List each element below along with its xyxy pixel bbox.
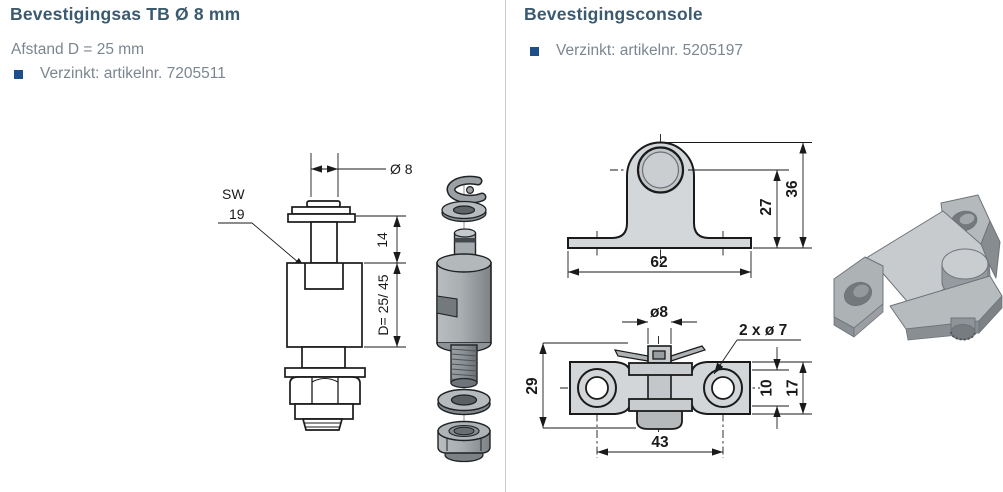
axle-nut-collar xyxy=(294,403,354,420)
mounted-axle-stack xyxy=(613,345,706,430)
axle-3d-body xyxy=(436,228,492,353)
axle-outline xyxy=(284,200,366,431)
axle-thread-tip xyxy=(301,418,344,431)
circlip xyxy=(446,175,487,204)
console-top-view: ø8 2 x ø 7 29 43 10 17 xyxy=(524,304,812,458)
circlip-wing-right xyxy=(670,345,706,362)
bullet-square-icon xyxy=(14,70,23,79)
dim-label-hole-spacing: 43 xyxy=(651,434,669,451)
dim-label-pin-diameter-top: ø8 xyxy=(650,304,668,321)
axle-hex-notch xyxy=(304,263,344,290)
axle-exploded-view xyxy=(436,175,492,463)
axle-bottom-cap xyxy=(636,409,683,430)
mount-holes xyxy=(577,368,743,408)
washer-top xyxy=(441,200,487,223)
console-body-outline xyxy=(567,141,752,249)
circlip-wing-left xyxy=(613,349,649,362)
console-bore-inner-ring xyxy=(641,151,680,189)
washer-bottom xyxy=(437,388,491,416)
console-front-view: 62 27 36 xyxy=(567,134,812,278)
pin-boss-top xyxy=(941,248,989,280)
hex-nut-3d xyxy=(437,420,491,463)
left-bullet-row: Verzinkt: artikelnr. 7205511 xyxy=(14,65,226,83)
dim-label-sw: SW xyxy=(222,186,245,202)
axle-washer-plate xyxy=(284,367,366,378)
dim-label-sw-value: 19 xyxy=(229,206,245,222)
circlip-eye xyxy=(652,350,666,360)
right-article-number: Verzinkt: artikelnr. 5205197 xyxy=(556,42,743,59)
axle-neck xyxy=(301,346,346,369)
top-view-dimension-lines xyxy=(539,318,812,456)
dim-label-body-length: D= 25/ 45 xyxy=(375,274,391,335)
axle-flange-upper xyxy=(291,206,351,215)
axle-body-block xyxy=(286,262,363,348)
threaded-stud xyxy=(450,344,478,389)
left-product-subtitle: Afstand D = 25 mm xyxy=(11,41,145,58)
axle-flange-lower xyxy=(287,213,356,223)
console-3d-render xyxy=(833,194,1003,341)
bullet-square-icon xyxy=(530,47,539,56)
axle-3d-notch xyxy=(436,295,458,318)
dim-label-pin-diameter: Ø 8 xyxy=(390,161,413,177)
left-article-number: Verzinkt: artikelnr. 7205511 xyxy=(40,65,226,82)
column-divider xyxy=(505,0,506,492)
dim-label-total-height: 36 xyxy=(784,180,801,198)
axle-dimension-lines xyxy=(218,153,406,348)
flange-washer-top xyxy=(628,362,693,376)
dim-label-hole-center-height: 27 xyxy=(758,198,775,215)
dim-label-inner-width: 10 xyxy=(759,379,776,396)
axle-top-cap xyxy=(306,200,341,208)
dim-label-pin-length: 14 xyxy=(374,232,390,248)
axle-pin-shaft xyxy=(310,221,338,264)
front-view-dimension-lines xyxy=(567,142,812,278)
right-bullet-row: Verzinkt: artikelnr. 5205197 xyxy=(530,42,743,60)
dim-label-overall-height: 29 xyxy=(524,377,541,395)
right-product-title: Bevestigingsconsole xyxy=(524,4,703,24)
dim-label-base-width: 62 xyxy=(650,254,667,271)
dim-label-plate-width: 17 xyxy=(785,379,802,396)
axle-2d-drawing: Ø 8 SW 19 14 D= 25/ 45 xyxy=(218,153,413,431)
axle-hex-nut xyxy=(289,376,361,405)
flange-washer-bottom xyxy=(628,398,693,412)
left-product-title: Bevestigingsas TB Ø 8 mm xyxy=(10,4,241,24)
dim-label-mount-holes: 2 x ø 7 xyxy=(739,322,787,339)
